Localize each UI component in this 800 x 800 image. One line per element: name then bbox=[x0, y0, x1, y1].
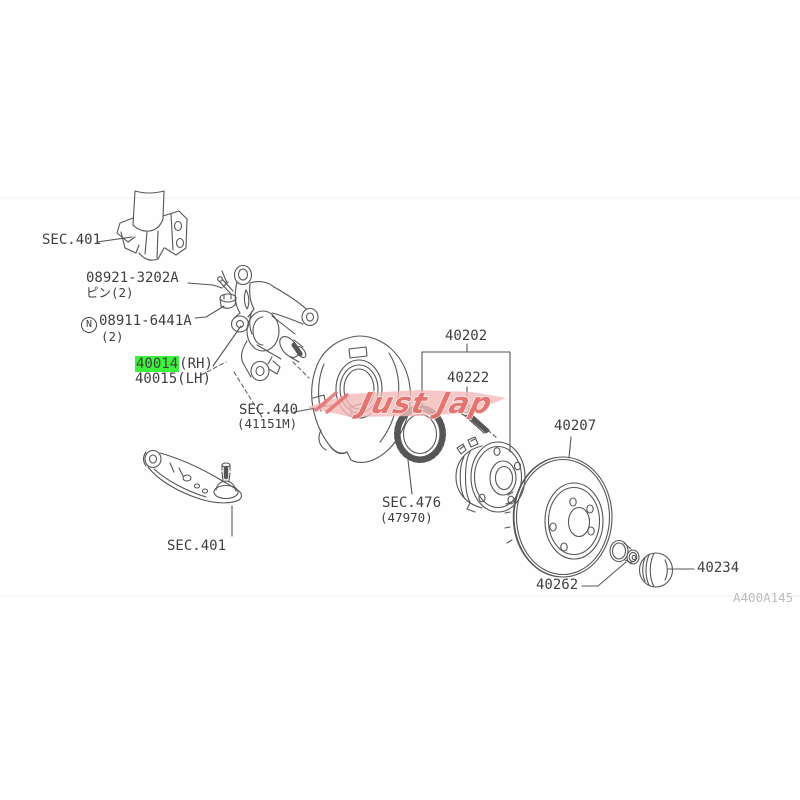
grease-cap-drawing bbox=[638, 552, 674, 588]
label-castle-nut-qty: (2) bbox=[101, 329, 124, 344]
control-arm-drawing bbox=[142, 449, 242, 504]
label-splash-shield-part: (41151M) bbox=[237, 416, 298, 431]
label-abs-rotor-part: (47970) bbox=[380, 510, 433, 525]
hub-drawing bbox=[455, 436, 526, 513]
dashed-reference-lines bbox=[200, 361, 498, 439]
leader-lines bbox=[96, 236, 695, 587]
label-knuckle-rh-side: (RH) bbox=[179, 356, 213, 372]
label-knuckle-rh: 40014(RH) bbox=[135, 356, 213, 372]
label-grease-cap-part: 40234 bbox=[697, 560, 740, 576]
label-hub-bolt-part: 40222 bbox=[447, 370, 490, 386]
label-castle-nut-part: 08911-6441A bbox=[99, 313, 192, 329]
watermark: Just Jap bbox=[307, 386, 506, 421]
label-control-arm-section: SEC.401 bbox=[167, 538, 227, 554]
label-knuckle-lh-side: (LH) bbox=[177, 371, 211, 387]
label-cotter-pin-qty: ピン(2) bbox=[86, 285, 134, 300]
hub-nut-drawing bbox=[609, 539, 640, 565]
circled-n-symbol: N bbox=[81, 317, 97, 333]
label-knuckle-lh-part: 40015 bbox=[135, 371, 178, 387]
watermark-text: Just Jap bbox=[351, 386, 496, 419]
strut-bracket-drawing bbox=[116, 190, 188, 261]
brake-rotor-drawing bbox=[504, 456, 613, 578]
highlighted-part-number: 40014 bbox=[135, 356, 180, 372]
label-strut-section: SEC.401 bbox=[42, 232, 102, 248]
label-knuckle-lh: 40015(LH) bbox=[135, 372, 211, 386]
label-hub-nut-part: 40262 bbox=[536, 577, 579, 593]
knuckle-drawing bbox=[230, 264, 319, 382]
diagram-code: A400A145 bbox=[733, 590, 794, 605]
label-hub-assembly-part: 40202 bbox=[445, 328, 488, 344]
cotter-pin-drawing bbox=[217, 270, 234, 295]
label-cotter-pin-part: 08921-3202A bbox=[86, 270, 179, 286]
label-brake-rotor-part: 40207 bbox=[554, 418, 597, 434]
label-splash-shield-section: SEC.440 bbox=[239, 402, 299, 418]
label-abs-rotor-section: SEC.476 bbox=[382, 495, 442, 511]
